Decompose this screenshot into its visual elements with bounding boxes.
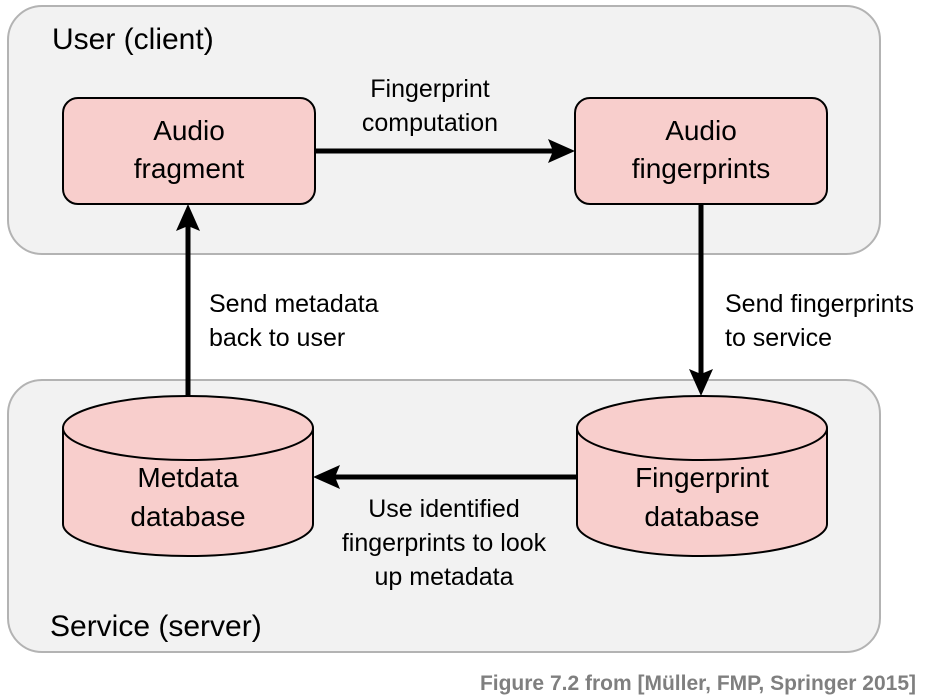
compute-label-line1: Fingerprint — [370, 75, 490, 103]
fingerprint-database-label-line2: database — [644, 501, 759, 532]
audio-fingerprints-node: Audio fingerprints — [574, 97, 828, 205]
metadata-database-node: Metdata database — [62, 395, 314, 557]
send-metadata-arrowhead-icon — [176, 204, 200, 231]
metadata-database-label-line1: Metdata — [137, 462, 239, 493]
send-fingerprints-label-line2: to service — [725, 324, 832, 352]
figure-caption: Figure 7.2 from [Müller, FMP, Springer 2… — [480, 672, 916, 695]
send-metadata-label-line1: Send metadata — [209, 290, 379, 318]
fingerprint-database-label-line1: Fingerprint — [635, 462, 769, 493]
send-fingerprints-edge: Send fingerprints to service — [689, 204, 914, 396]
fingerprint-database-node: Fingerprint database — [576, 395, 828, 557]
metadata-database-label-line2: database — [130, 501, 245, 532]
lookup-label-line3: up metadata — [375, 563, 514, 591]
server-container-label: Service (server) — [50, 610, 262, 643]
send-metadata-edge: Send metadata back to user — [176, 204, 379, 396]
audio-fragment-label-line1: Audio — [153, 115, 225, 146]
send-fingerprints-label-line1: Send fingerprints — [725, 290, 914, 318]
compute-label-line2: computation — [362, 109, 498, 137]
compute-arrowhead-icon — [548, 139, 575, 163]
send-fingerprints-arrowhead-icon — [689, 369, 713, 396]
audio-fingerprints-label-line1: Audio — [665, 115, 737, 146]
audio-fingerprints-label-line2: fingerprints — [632, 153, 771, 184]
audio-fragment-label-line2: fragment — [134, 153, 245, 184]
lookup-label-line2: fingerprints to look — [342, 529, 547, 557]
compute-edge: Fingerprint computation — [315, 75, 575, 163]
lookup-arrowhead-icon — [313, 465, 340, 489]
client-container-label: User (client) — [52, 23, 214, 56]
lookup-label-line1: Use identified — [368, 495, 519, 523]
send-metadata-label-line2: back to user — [209, 324, 345, 352]
audio-fragment-node: Audio fragment — [62, 97, 316, 205]
lookup-edge: Use identified fingerprints to look up m… — [313, 465, 577, 591]
